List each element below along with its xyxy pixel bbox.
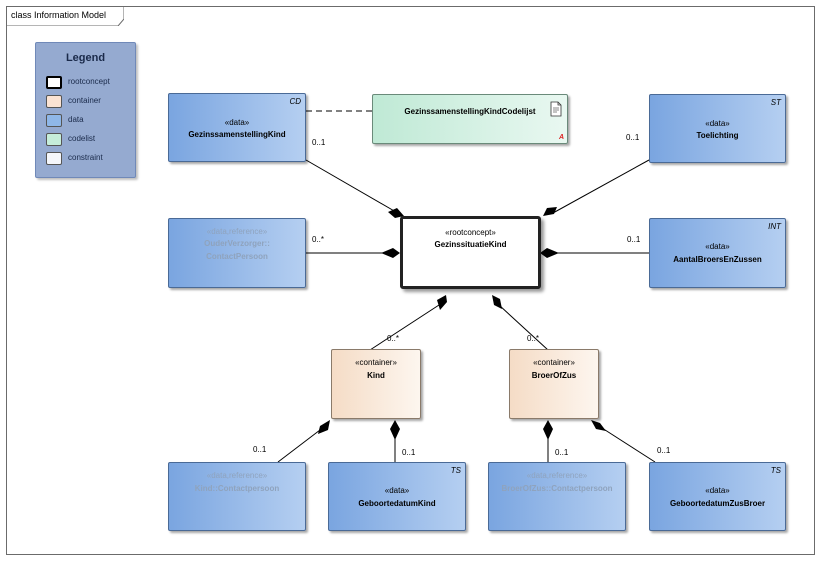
multiplicity-geboortedatumbroer: 0..1 (657, 446, 671, 455)
legend-label-data: data (68, 115, 84, 124)
composition-diamond-geboortedatumkind (390, 420, 400, 440)
diagram-frame (6, 6, 815, 555)
stereotype-label: «container» (533, 358, 575, 367)
class-broerofzus-contactpersoon[interactable]: «data,reference» BroerOfZus::Contactpers… (488, 462, 626, 531)
legend-label-container: container (68, 96, 101, 105)
legend: Legend rootconcept container data codeli… (35, 42, 136, 178)
class-gezinssamenstellingkind[interactable]: CD «data» GezinssamenstellingKind (168, 93, 306, 162)
stereotype-label: «data» (705, 119, 730, 128)
connector-kindcontact (277, 429, 321, 463)
composition-diamond-aantalbroers (540, 248, 559, 258)
class-name-line2: ContactPersoon (206, 252, 268, 261)
class-kind-contactpersoon[interactable]: «data,reference» Kind::Contactpersoon (168, 462, 306, 531)
legend-swatch-codelist (46, 133, 62, 146)
class-name: AantalBroersEnZussen (673, 255, 762, 264)
stereotype-label: «data» (705, 486, 730, 495)
multiplicity-kind: 0..* (387, 334, 400, 343)
composition-diamond-ouderverzorger (381, 248, 400, 258)
legend-swatch-rootconcept (46, 76, 62, 89)
frame-tab (6, 6, 124, 26)
multiplicity-aantalbroers: 0..1 (627, 235, 641, 244)
stereotype-label: «rootconcept» (445, 228, 496, 237)
stereotype-label: «data» (224, 118, 250, 127)
stereotype-label: «data,reference» (206, 227, 268, 236)
class-geboortedatumkind[interactable]: TS «data» GeboortedatumKind (328, 462, 466, 531)
class-name: GeboortedatumKind (358, 499, 436, 508)
class-name: OuderVerzorger:: (204, 239, 270, 248)
class-kind[interactable]: «container» Kind (331, 349, 421, 419)
composition-diamond-toelichting (543, 207, 557, 216)
legend-swatch-data (46, 114, 62, 127)
stereotype-label: «data» (384, 486, 410, 495)
class-name: Toelichting (696, 131, 739, 140)
type-tag: INT (768, 222, 781, 231)
composition-diamond-kindcontact (318, 420, 330, 434)
class-name: Kind (367, 371, 385, 380)
legend-label-rootconcept: rootconcept (68, 77, 110, 86)
document-icon (550, 101, 562, 117)
stereotype-label: «data» (705, 242, 730, 251)
class-toelichting[interactable]: ST «data» Toelichting (649, 94, 786, 163)
class-name: GezinssituatieKind (434, 240, 507, 249)
legend-label-codelist: codelist (68, 134, 96, 143)
connector-kind (369, 304, 440, 351)
composition-diamond-broerofzus (492, 295, 502, 309)
class-gezinssituatiekind[interactable]: «rootconcept» GezinssituatieKind (400, 216, 541, 289)
connector-toelichting (552, 159, 650, 214)
multiplicity-broercontact: 0..1 (555, 448, 569, 457)
class-ouderverzorger-contactpersoon[interactable]: «data,reference» OuderVerzorger:: Contac… (168, 218, 306, 288)
legend-swatch-container (46, 95, 62, 108)
abstract-marker: A (558, 134, 564, 141)
multiplicity-toelichting: 0..1 (626, 133, 640, 142)
stereotype-label: «data,reference» (206, 471, 268, 480)
class-geboortedatumzusbroer[interactable]: TS «data» GeboortedatumZusBroer (649, 462, 786, 531)
composition-diamond-geboortedatumbroer (591, 420, 606, 431)
legend-swatch-constraint (46, 152, 62, 165)
connector-broerofzus (498, 304, 549, 351)
class-name: BroerOfZus::Contactpersoon (501, 484, 613, 493)
connector-geboortedatumbroer (601, 427, 656, 463)
type-tag: TS (770, 466, 781, 475)
class-name: BroerOfZus (531, 371, 577, 380)
type-tag: TS (450, 466, 461, 475)
multiplicity-broerofzus: 0..* (527, 334, 540, 343)
class-gezinssamenstellingkindcodelijst[interactable]: GezinssamenstellingKindCodelijst A (372, 94, 568, 144)
class-aantalbroersenzussen[interactable]: INT «data» AantalBroersEnZussen (649, 218, 786, 288)
type-tag: ST (770, 98, 781, 107)
class-name: GeboortedatumZusBroer (669, 499, 766, 508)
composition-diamond-broercontact (543, 420, 553, 440)
connector-gezinssamenstelling (305, 159, 397, 213)
type-tag: CD (289, 97, 301, 106)
class-broerofzus[interactable]: «container» BroerOfZus (509, 349, 599, 419)
legend-title: Legend (65, 52, 106, 64)
multiplicity-kindcontact: 0..1 (253, 445, 267, 454)
multiplicity-gezinssamenstelling: 0..1 (312, 138, 326, 147)
class-name: GezinssamenstellingKind (188, 130, 286, 139)
multiplicity-ouderverzorger: 0..* (312, 235, 325, 244)
composition-diamond-kind (437, 295, 447, 310)
multiplicity-geboortedatumkind: 0..1 (402, 448, 416, 457)
composition-diamond-gezinssamenstelling (388, 208, 404, 218)
class-name: Kind::Contactpersoon (194, 484, 280, 493)
class-name: GezinssamenstellingKindCodelijst (404, 107, 536, 116)
legend-label-constraint: constraint (68, 153, 103, 162)
frame-title: class Information Model (11, 10, 107, 20)
stereotype-label: «data,reference» (526, 471, 588, 480)
stereotype-label: «container» (355, 358, 397, 367)
